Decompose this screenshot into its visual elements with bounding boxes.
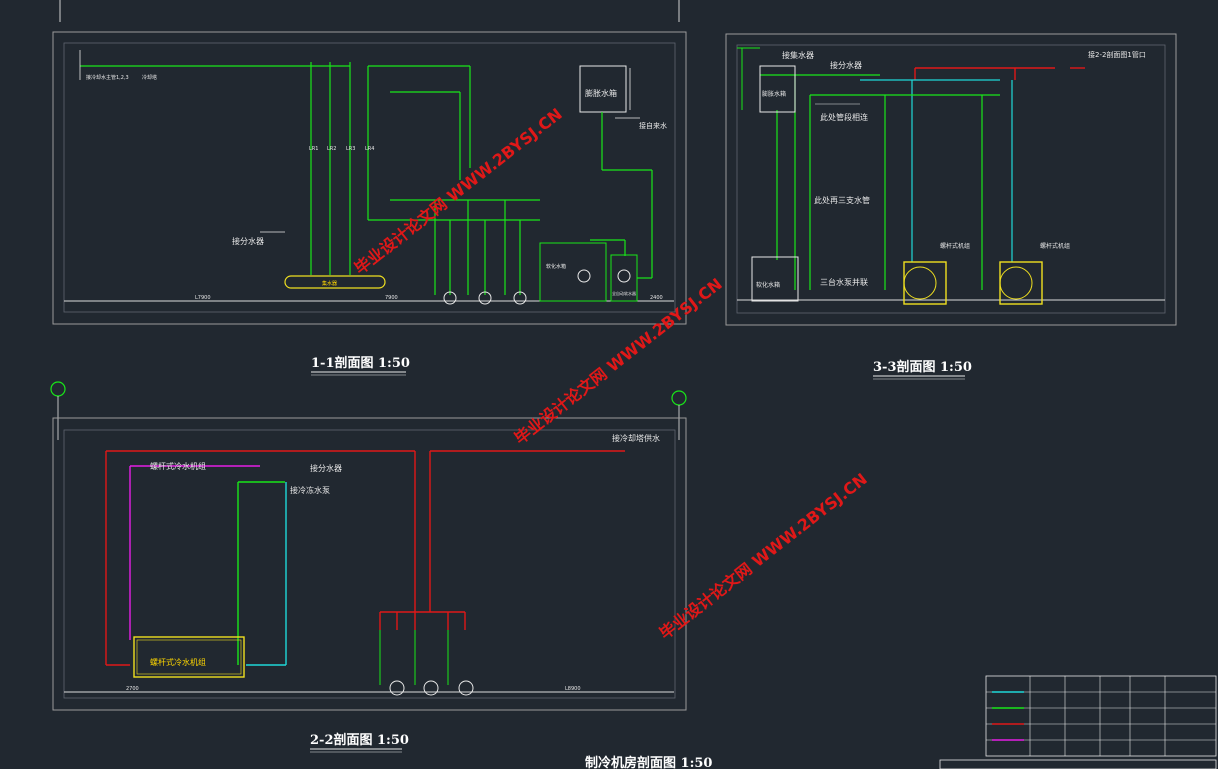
section-3-3: 接2-2剖面图1管口 膨胀水箱 接集水器 接分水器 此处管段相连 此处再三支水管… [725, 33, 1177, 326]
svg-text:LR4: LR4 [365, 146, 374, 152]
watermark: 毕业设计论文网 WWW.2BYSJ.CN 毕业设计论文网 WWW.2BYSJ.C… [351, 104, 871, 643]
svg-text:集水器: 集水器 [322, 280, 337, 287]
expansion-tank [579, 65, 627, 113]
sec11-left-note: 接冷却水主管1,2,3 [86, 74, 129, 81]
chiller-box [133, 636, 245, 678]
svg-text:接集水器: 接集水器 [782, 50, 814, 60]
svg-text:膨胀水箱: 膨胀水箱 [585, 88, 617, 98]
svg-text:L7900: L7900 [195, 295, 211, 301]
svg-text:三台水泵并联: 三台水泵并联 [820, 277, 868, 287]
svg-text:螺杆式机组: 螺杆式机组 [940, 242, 970, 250]
svg-text:2400: 2400 [650, 295, 663, 301]
svg-text:LR2: LR2 [327, 146, 336, 152]
svg-text:7900: 7900 [385, 295, 398, 301]
section-1-1: L7900 7900 2400 接冷却水主管1,2,3 冷却塔 LR1 LR2 … [52, 31, 687, 325]
svg-text:毕业设计论文网 WWW.2BYSJ.CN: 毕业设计论文网 WWW.2BYSJ.CN [511, 274, 726, 448]
svg-text:螺杆式机组: 螺杆式机组 [1040, 242, 1070, 250]
svg-text:接分水器: 接分水器 [830, 60, 862, 70]
svg-text:接2-2剖面图1管口: 接2-2剖面图1管口 [1088, 50, 1146, 59]
svg-text:接分水器: 接分水器 [310, 463, 342, 473]
svg-text:此处再三支水管: 此处再三支水管 [814, 195, 870, 205]
section-3-3-frame [725, 33, 1177, 326]
svg-text:L8900: L8900 [565, 686, 581, 692]
section-2-2-frame [52, 417, 687, 711]
svg-text:软化水箱: 软化水箱 [756, 281, 780, 289]
svg-text:接自来水: 接自来水 [639, 121, 667, 130]
title-section-3-3: 3-3剖面图 1:50 [873, 359, 972, 375]
svg-text:此处管段相连: 此处管段相连 [820, 112, 868, 122]
section-2-2: 2700 L8900 螺杆式冷水机组 接分水器 接冷冻水泵 接冷却塔供水 螺杆式… [50, 381, 687, 711]
svg-text:LR3: LR3 [346, 146, 355, 152]
svg-text:2700: 2700 [126, 686, 139, 692]
title-section-2-2: 2-2剖面图 1:50 [310, 732, 409, 748]
svg-text:毕业设计论文网 WWW.2BYSJ.CN: 毕业设计论文网 WWW.2BYSJ.CN [351, 104, 566, 278]
title-section-1-1: 1-1剖面图 1:50 [311, 355, 410, 371]
collector-vessel [284, 275, 386, 289]
svg-text:螺杆式冷水机组: 螺杆式冷水机组 [150, 461, 206, 471]
sec11-left-note2: 冷却塔 [142, 74, 157, 81]
svg-text:软化水箱: 软化水箱 [546, 263, 566, 270]
sec11-to-pump: 接分水器 [232, 236, 264, 246]
svg-text:膨胀水箱: 膨胀水箱 [762, 90, 786, 98]
svg-text:接冷冻水泵: 接冷冻水泵 [290, 485, 330, 495]
svg-text:螺杆式冷水机组: 螺杆式冷水机组 [150, 657, 206, 667]
svg-text:毕业设计论文网 WWW.2BYSJ.CN: 毕业设计论文网 WWW.2BYSJ.CN [656, 469, 871, 643]
svg-text:全自动软水器: 全自动软水器 [612, 290, 636, 296]
svg-text:LR1: LR1 [309, 146, 318, 152]
svg-text:接冷却塔供水: 接冷却塔供水 [612, 433, 660, 443]
section-1-1-frame [52, 31, 687, 325]
main-title: 制冷机房剖面图 1:50 [585, 755, 712, 769]
legend-table [939, 675, 1217, 769]
